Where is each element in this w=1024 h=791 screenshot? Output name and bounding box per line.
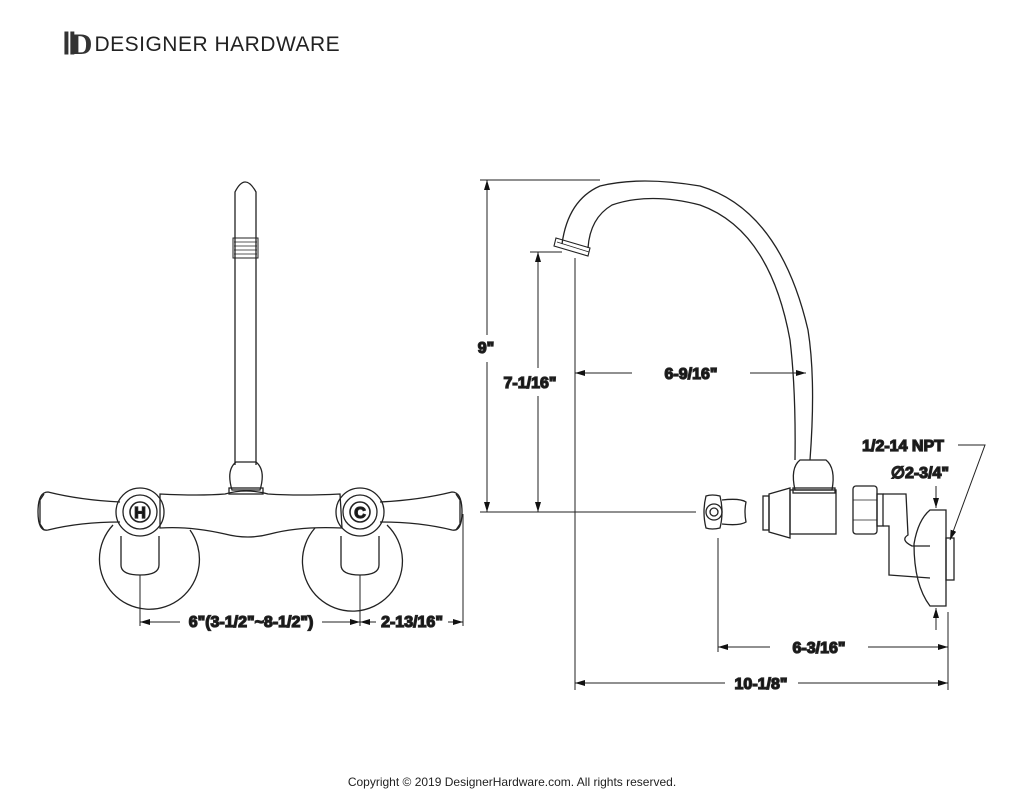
thread-size-label: 1/2-14 NPT: [862, 438, 944, 455]
valve-body: [703, 485, 955, 607]
hot-label: H: [134, 505, 146, 522]
valve-projection-dimension: 6-3/16": [793, 640, 846, 657]
side-dimension-lines: [480, 179, 986, 690]
handle-reach-dimension: 2-13/16": [381, 614, 443, 631]
brand-header: ⅡD DESIGNER HARDWARE: [62, 27, 340, 62]
cold-lever-handle: [379, 491, 463, 531]
center-spacing-dimension: 6"(3-1/2"~8-1/2"): [189, 614, 314, 631]
wall-flange: [913, 509, 947, 607]
spout-reach-dimension: 6-9/16": [665, 366, 718, 383]
spout-collar: [229, 461, 263, 491]
spout-tube: [234, 181, 257, 465]
spout-height-dimension: 7-1/16": [504, 375, 557, 392]
overall-projection-dimension: 10-1/8": [735, 676, 788, 693]
cold-flange: [301, 524, 404, 612]
copyright-footer: Copyright © 2019 DesignerHardware.com. A…: [347, 775, 677, 789]
cold-label: C: [354, 505, 366, 522]
front-dimension-lines: [139, 514, 464, 626]
hot-flange: [98, 524, 201, 610]
side-aerator-icon: [553, 237, 591, 257]
front-view-faucet: [37, 181, 463, 612]
hot-lever-handle: [37, 491, 121, 531]
aerator-icon: [232, 237, 259, 259]
spout-arc: [561, 180, 814, 461]
side-spout-collar: [792, 459, 834, 491]
overall-height-dimension: 9": [478, 340, 494, 357]
faucet-body: [159, 490, 343, 538]
side-view-faucet: [553, 180, 955, 607]
flange-diameter-label: ∅2-3/4": [891, 465, 949, 482]
brand-name: DESIGNER HARDWARE: [94, 32, 341, 56]
